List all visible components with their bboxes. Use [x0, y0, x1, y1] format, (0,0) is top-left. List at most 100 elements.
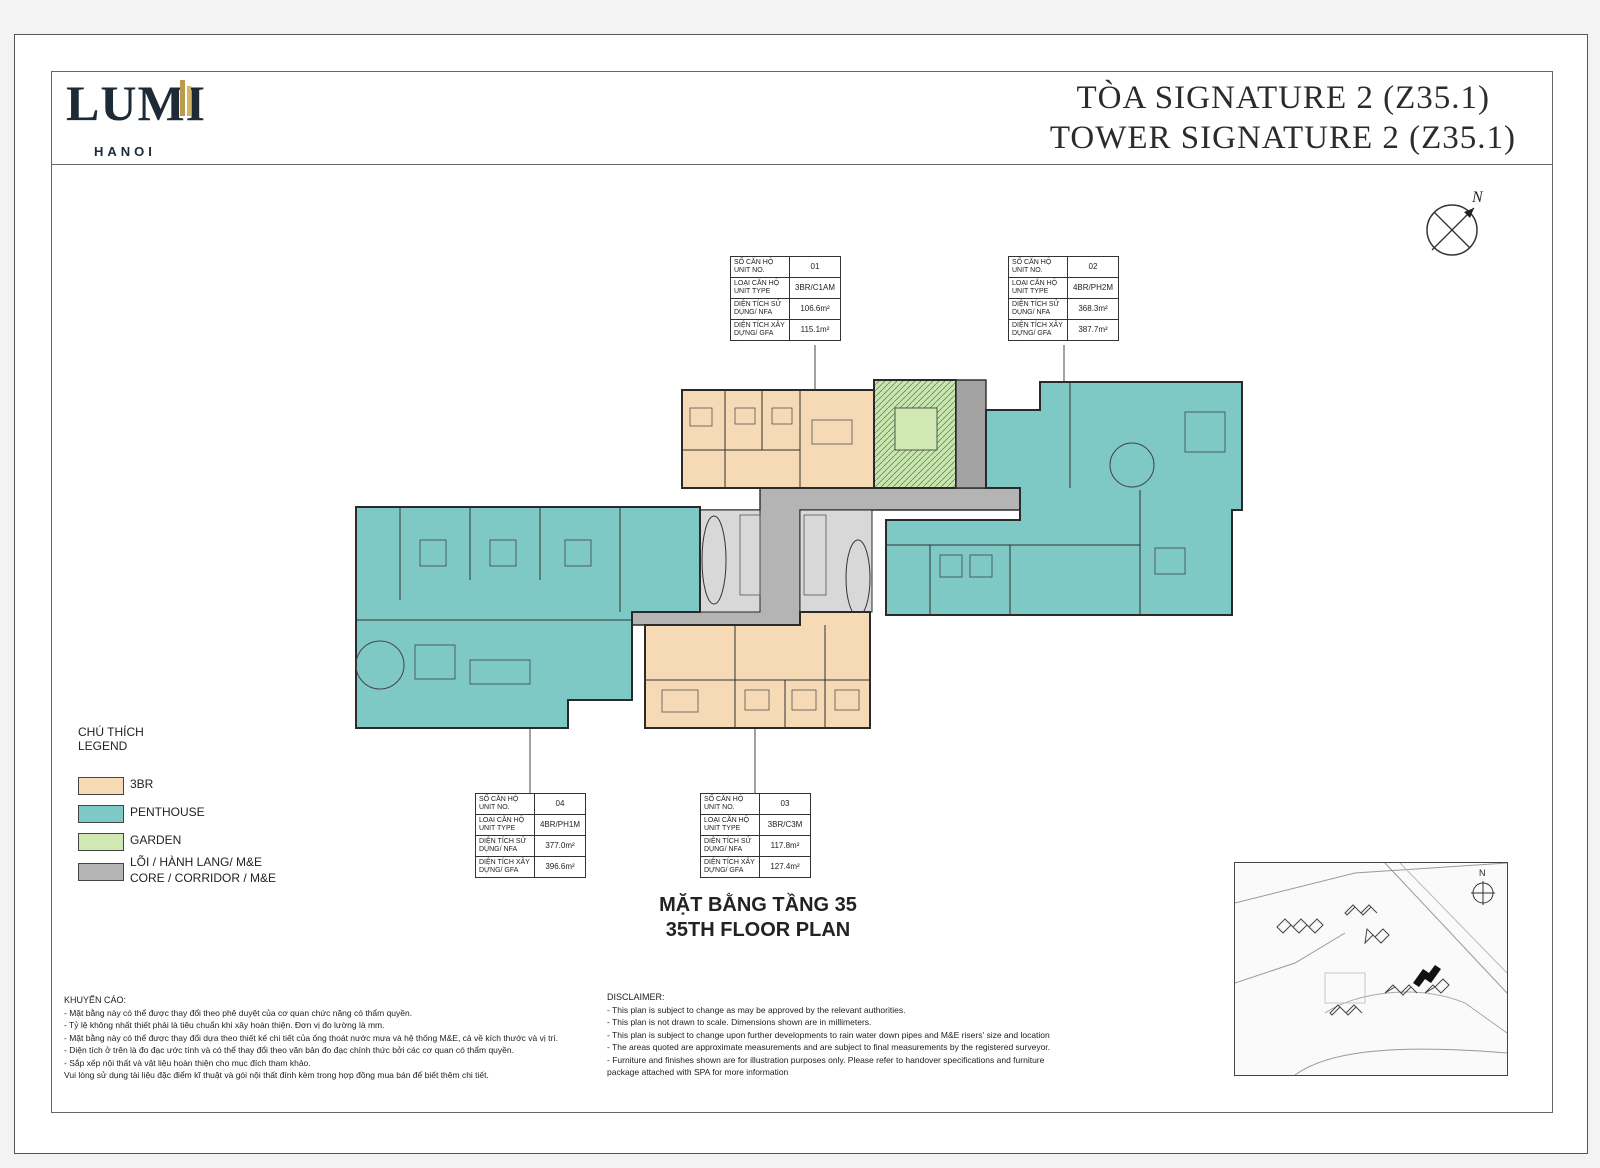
unit-type-label: LOẠI CĂN HỘ UNIT TYPE	[1008, 277, 1068, 299]
disclaimer-line: - The areas quoted are approximate measu…	[607, 1042, 1051, 1052]
table-row: SỐ CĂN HỘ UNIT NO.03	[700, 793, 811, 815]
unit-type-label: LOẠI CĂN HỘ UNIT TYPE	[700, 814, 760, 836]
legend-label-2: CORE / CORRIDOR / M&E	[130, 871, 277, 885]
sheet-frame: LUMI HANOI TÒA SIGNATURE 2 (Z35.1) TOWER…	[51, 71, 1553, 1113]
warning-line: - Sắp xếp nội thất và vật liệu hoàn thiệ…	[64, 1057, 311, 1068]
warning-notes-vi: KHUYẾN CÁO: - Mặt bằng này có thể được t…	[64, 994, 558, 1082]
nfa-value: 117.8m²	[759, 835, 811, 857]
legend-label: 3BR	[130, 777, 154, 791]
disclaimer-line: - This plan is not drawn to scale. Dimen…	[607, 1017, 872, 1027]
plan-sheet: LUMI HANOI TÒA SIGNATURE 2 (Z35.1) TOWER…	[14, 34, 1588, 1154]
unit-02-plan	[885, 381, 1243, 616]
title-vi: TÒA SIGNATURE 2 (Z35.1)	[1076, 80, 1490, 116]
gfa-label: DIỆN TÍCH XÂY DỰNG/ GFA	[1008, 319, 1068, 341]
site-north-label: N	[1479, 868, 1486, 878]
unit-03-info-table: SỐ CĂN HỘ UNIT NO.03 LOẠI CĂN HỘ UNIT TY…	[700, 793, 811, 878]
warning-title: KHUYẾN CÁO:	[64, 995, 127, 1005]
legend: CHÚ THÍCH LEGEND 3BR PENTHOUSE GARDEN LÕ…	[78, 725, 276, 885]
disclaimer-line: package attached with SPA for more infor…	[607, 1067, 789, 1077]
plan-title-vi: MẶT BẰNG TẦNG 35	[659, 894, 857, 916]
disclaimer-line: - This plan is subject to change as may …	[607, 1004, 906, 1015]
warning-line: Vui lòng sử dụng tài liệu đặc điểm kĩ th…	[64, 1070, 489, 1080]
unit-type-value: 4BR/PH1M	[534, 814, 586, 836]
disclaimer-notes: DISCLAIMER: - This plan is subject to ch…	[607, 991, 1050, 1079]
nfa-value: 106.6m²	[789, 298, 841, 320]
unit-01-info-table: SỐ CĂN HỘ UNIT NO.01 LOẠI CĂN HỘ UNIT TY…	[730, 256, 841, 341]
unit-no-label: SỐ CĂN HỘ UNIT NO.	[730, 256, 790, 278]
unit-no-label: SỐ CĂN HỘ UNIT NO.	[700, 793, 760, 815]
unit-no-value: 01	[789, 256, 841, 278]
unit-04-plan	[355, 506, 701, 729]
unit-no-value: 04	[534, 793, 586, 815]
legend-label: PENTHOUSE	[130, 805, 205, 819]
disclaimer-title: DISCLAIMER:	[607, 992, 665, 1002]
warning-line: - Diện tích ở trên là đo đạc ước tính và…	[64, 1045, 514, 1055]
plan-title: MẶT BẰNG TẦNG 35 35TH FLOOR PLAN	[608, 893, 908, 943]
warning-line: - Tỷ lệ không nhất thiết phải là tiêu ch…	[64, 1020, 385, 1030]
title-en: TOWER SIGNATURE 2 (Z35.1)	[1049, 120, 1516, 156]
site-map-drawing: N	[1235, 863, 1507, 1075]
nfa-label: DIỆN TÍCH SỬ DỤNG/ NFA	[1008, 298, 1068, 320]
gfa-value: 387.7m²	[1067, 319, 1119, 341]
legend-swatch	[78, 863, 124, 881]
table-row: SỐ CĂN HỘ UNIT NO.04	[475, 793, 586, 815]
nfa-label: DIỆN TÍCH SỬ DỤNG/ NFA	[475, 835, 535, 857]
unit-no-value: 03	[759, 793, 811, 815]
gfa-label: DIỆN TÍCH XÂY DỰNG/ GFA	[730, 319, 790, 341]
warning-line: - Mặt bằng này có thể được thay đổi theo…	[64, 1007, 413, 1018]
legend-swatch	[78, 805, 124, 823]
header: LUMI HANOI TÒA SIGNATURE 2 (Z35.1) TOWER…	[52, 72, 1552, 165]
unit-type-value: 3BR/C3M	[759, 814, 811, 836]
gfa-value: 127.4m²	[759, 856, 811, 878]
gfa-label: DIỆN TÍCH XÂY DỰNG/ GFA	[700, 856, 760, 878]
gfa-label: DIỆN TÍCH XÂY DỰNG/ GFA	[475, 856, 535, 878]
site-key-map: N	[1234, 862, 1508, 1076]
gfa-value: 115.1m²	[789, 319, 841, 341]
unit-no-value: 02	[1067, 256, 1119, 278]
legend-label: LÕI / HÀNH LANG/ M&E	[130, 855, 263, 869]
core-corridor	[631, 487, 1021, 626]
legend-swatch	[78, 777, 124, 795]
nfa-value: 368.3m²	[1067, 298, 1119, 320]
unit-type-value: 4BR/PH2M	[1067, 277, 1119, 299]
legend-label: GARDEN	[130, 833, 182, 847]
nfa-value: 377.0m²	[534, 835, 586, 857]
unit-04-info-table: SỐ CĂN HỘ UNIT NO.04 LOẠI CĂN HỘ UNIT TY…	[475, 793, 586, 878]
warning-line: - Mặt bằng này có thể được thay đổi dựa …	[64, 1032, 559, 1043]
gfa-value: 396.6m²	[534, 856, 586, 878]
tower-highlight	[1413, 965, 1441, 987]
north-arrow-icon: N	[1426, 189, 1484, 256]
table-row: SỐ CĂN HỘ UNIT NO.01	[730, 256, 841, 278]
unit-type-value: 3BR/C1AM	[789, 277, 841, 299]
logo-accent	[187, 86, 191, 116]
legend-title-vi: CHÚ THÍCH	[78, 725, 144, 739]
nfa-label: DIỆN TÍCH SỬ DỤNG/ NFA	[730, 298, 790, 320]
brand-city: HANOI	[94, 144, 156, 159]
unit-03-plan	[644, 611, 871, 729]
unit-02-info-table: SỐ CĂN HỘ UNIT NO.02 LOẠI CĂN HỘ UNIT TY…	[1008, 256, 1119, 341]
table-row: SỐ CĂN HỘ UNIT NO.02	[1008, 256, 1119, 278]
logo-accent	[180, 80, 185, 116]
legend-swatch	[78, 833, 124, 851]
garden-area	[873, 379, 987, 489]
unit-type-label: LOẠI CĂN HỘ UNIT TYPE	[730, 277, 790, 299]
north-label: N	[1471, 189, 1484, 206]
nfa-label: DIỆN TÍCH SỬ DỤNG/ NFA	[700, 835, 760, 857]
disclaimer-line: - This plan is subject to change upon fu…	[607, 1029, 1050, 1040]
unit-no-label: SỐ CĂN HỘ UNIT NO.	[475, 793, 535, 815]
plan-title-en: 35TH FLOOR PLAN	[665, 919, 851, 941]
unit-01-plan	[681, 389, 875, 489]
legend-title-en: LEGEND	[78, 739, 128, 753]
